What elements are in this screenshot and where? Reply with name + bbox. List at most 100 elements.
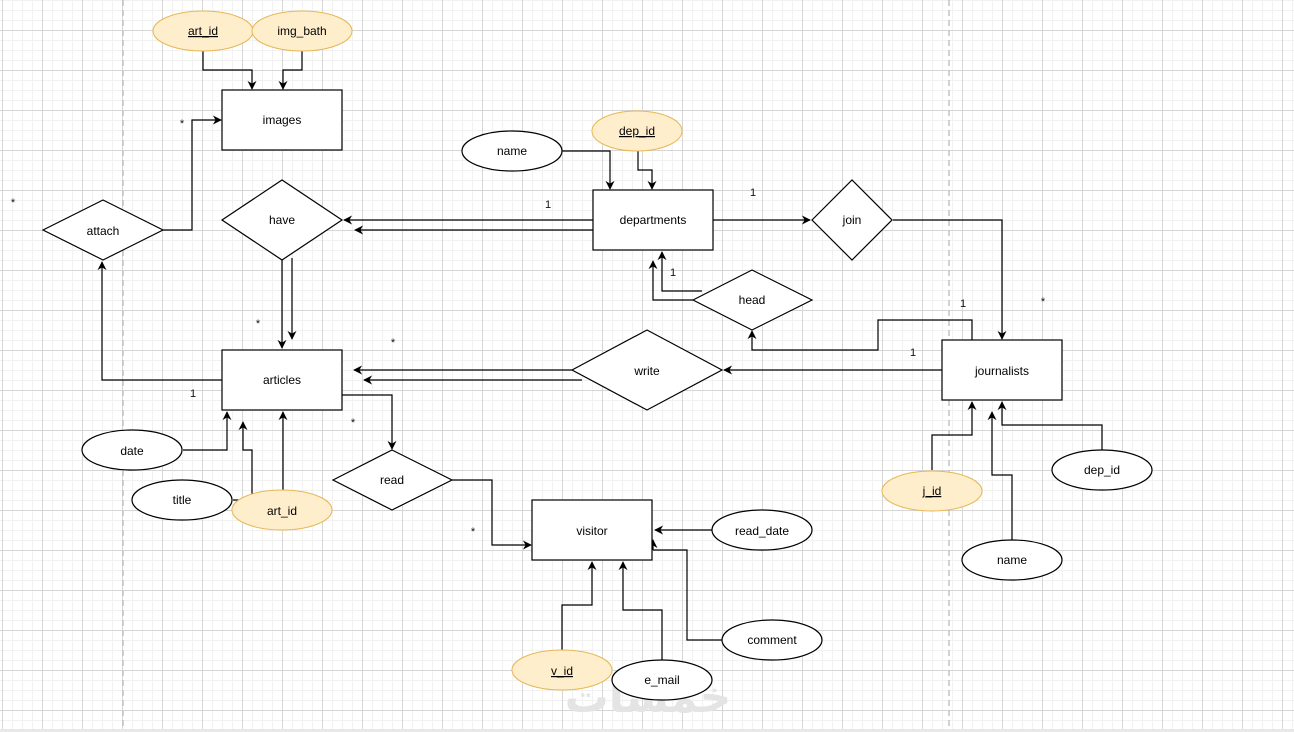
attribute-label: name — [997, 553, 1027, 567]
attribute-label: dep_id — [619, 124, 655, 138]
attribute-label: read_date — [735, 524, 789, 538]
attribute-label: art_id — [267, 504, 297, 518]
entity-label: images — [263, 113, 302, 127]
cardinality-label: * — [11, 197, 16, 209]
relationship-label: head — [739, 293, 766, 307]
relationship-label: write — [633, 364, 660, 378]
cardinality-label: 1 — [750, 187, 756, 199]
attribute-label: comment — [747, 633, 797, 647]
edge-articles-attach[interactable] — [97, 261, 222, 381]
cardinality-label: * — [471, 526, 476, 538]
entity-departments[interactable]: departments — [592, 189, 714, 251]
cardinality-label: 1 — [670, 267, 676, 279]
entity-images[interactable]: images — [221, 89, 343, 151]
attribute-visitor-e-mail[interactable]: e_mail — [611, 659, 713, 701]
attribute-ellipse — [961, 539, 1063, 581]
attribute-ellipse — [611, 659, 713, 701]
cardinality-labels: * * 1 1 1 * * 1 * * 1 * 1 — [11, 118, 1046, 538]
edge-head-departments-2[interactable] — [648, 260, 693, 301]
canvas-bottom-edge — [0, 729, 1294, 732]
edge-title-articles[interactable] — [233, 421, 253, 501]
relationship-diamond — [220, 179, 344, 261]
attribute-label: title — [173, 493, 192, 507]
relationship-read[interactable]: read — [331, 449, 454, 511]
entity-box — [221, 89, 343, 151]
cardinality-label: * — [351, 417, 356, 429]
cardinality-label: 1 — [910, 347, 916, 359]
edge-journalists-head[interactable] — [747, 319, 973, 351]
edge-depid-departments[interactable] — [637, 151, 657, 190]
attribute-ellipse — [721, 619, 823, 661]
cardinality-label: * — [180, 118, 185, 130]
key-attribute-ellipse — [511, 649, 613, 691]
edge-name-departments[interactable] — [562, 150, 615, 190]
edge-jid-journalists[interactable] — [931, 401, 977, 470]
attribute-journalists-j-id[interactable]: j_id — [881, 470, 983, 512]
edge-attach-images[interactable] — [163, 115, 222, 231]
attribute-journalists-dep-id[interactable]: dep_id — [1051, 449, 1153, 491]
cardinality-label: * — [391, 337, 396, 349]
attribute-ellipse — [231, 489, 333, 531]
attribute-label: dep_id — [1084, 463, 1120, 477]
edge-join-journalists[interactable] — [893, 219, 1007, 340]
attribute-label: j_id — [922, 484, 942, 498]
cardinality-label: 1 — [960, 298, 966, 310]
relationship-diamond — [331, 449, 454, 511]
edge-date-articles[interactable] — [183, 411, 232, 451]
edge-read-visitor[interactable] — [452, 479, 532, 550]
connectors — [97, 51, 1103, 660]
edge-vid-visitor[interactable] — [561, 561, 597, 650]
attribute-articles-title[interactable]: title — [131, 479, 233, 521]
attribute-journalists-name[interactable]: name — [961, 539, 1063, 581]
relationship-attach[interactable]: attach — [41, 199, 165, 261]
cardinality-label: * — [1041, 296, 1046, 308]
edge-name-journalists[interactable] — [987, 411, 1013, 540]
entity-label: articles — [263, 373, 301, 387]
relationship-diamond — [570, 329, 724, 411]
relationship-label: attach — [87, 224, 120, 238]
edge-depid-journalists[interactable] — [997, 401, 1103, 450]
edge-artid-images[interactable] — [202, 51, 257, 90]
entity-box — [941, 339, 1063, 401]
relationship-label: have — [269, 213, 295, 227]
attribute-ellipse — [131, 479, 233, 521]
attribute-articles-date[interactable]: date — [81, 429, 183, 471]
attribute-label: name — [497, 144, 527, 158]
entity-visitor[interactable]: visitor — [531, 499, 653, 561]
attribute-ellipse — [711, 509, 813, 551]
entity-box — [221, 349, 343, 411]
key-attribute-ellipse — [881, 470, 983, 512]
attribute-visitor-comment[interactable]: comment — [721, 619, 823, 661]
entity-journalists[interactable]: journalists — [941, 339, 1063, 401]
attribute-departments-name[interactable]: name — [461, 130, 563, 172]
attribute-departments-dep-id[interactable]: dep_id — [591, 110, 683, 152]
entity-box — [592, 189, 714, 251]
cardinality-label: 1 — [545, 199, 551, 211]
cardinality-label: * — [256, 318, 261, 330]
entity-box — [531, 499, 653, 561]
edge-articles-read[interactable] — [342, 394, 397, 450]
relationship-write[interactable]: write — [570, 329, 724, 411]
relationship-label: read — [380, 473, 404, 487]
edge-head-departments[interactable] — [657, 251, 702, 292]
attribute-ellipse — [1051, 449, 1153, 491]
cardinality-label: 1 — [190, 388, 196, 400]
attribute-visitor-v-id[interactable]: v_id — [511, 649, 613, 691]
attribute-images-img-bath[interactable]: img_bath — [251, 10, 353, 52]
entity-articles[interactable]: articles — [221, 349, 343, 411]
relationship-head[interactable]: head — [691, 269, 814, 331]
relationship-diamond — [811, 179, 893, 261]
relationship-have[interactable]: have — [220, 179, 344, 261]
attribute-label: v_id — [551, 664, 573, 678]
edge-comment-visitor[interactable] — [653, 549, 722, 641]
attribute-articles-art-id[interactable]: art_id — [231, 489, 333, 531]
attribute-label: art_id — [188, 24, 218, 38]
attribute-images-art-id[interactable]: art_id — [152, 10, 254, 52]
attribute-ellipse — [81, 429, 183, 471]
attribute-visitor-read-date[interactable]: read_date — [711, 509, 813, 551]
edge-email-visitor[interactable] — [618, 561, 663, 660]
relationship-join[interactable]: join — [811, 179, 893, 261]
edge-imgbath-images[interactable] — [278, 51, 303, 90]
attribute-label: e_mail — [644, 673, 679, 687]
entity-label: journalists — [974, 364, 1029, 378]
